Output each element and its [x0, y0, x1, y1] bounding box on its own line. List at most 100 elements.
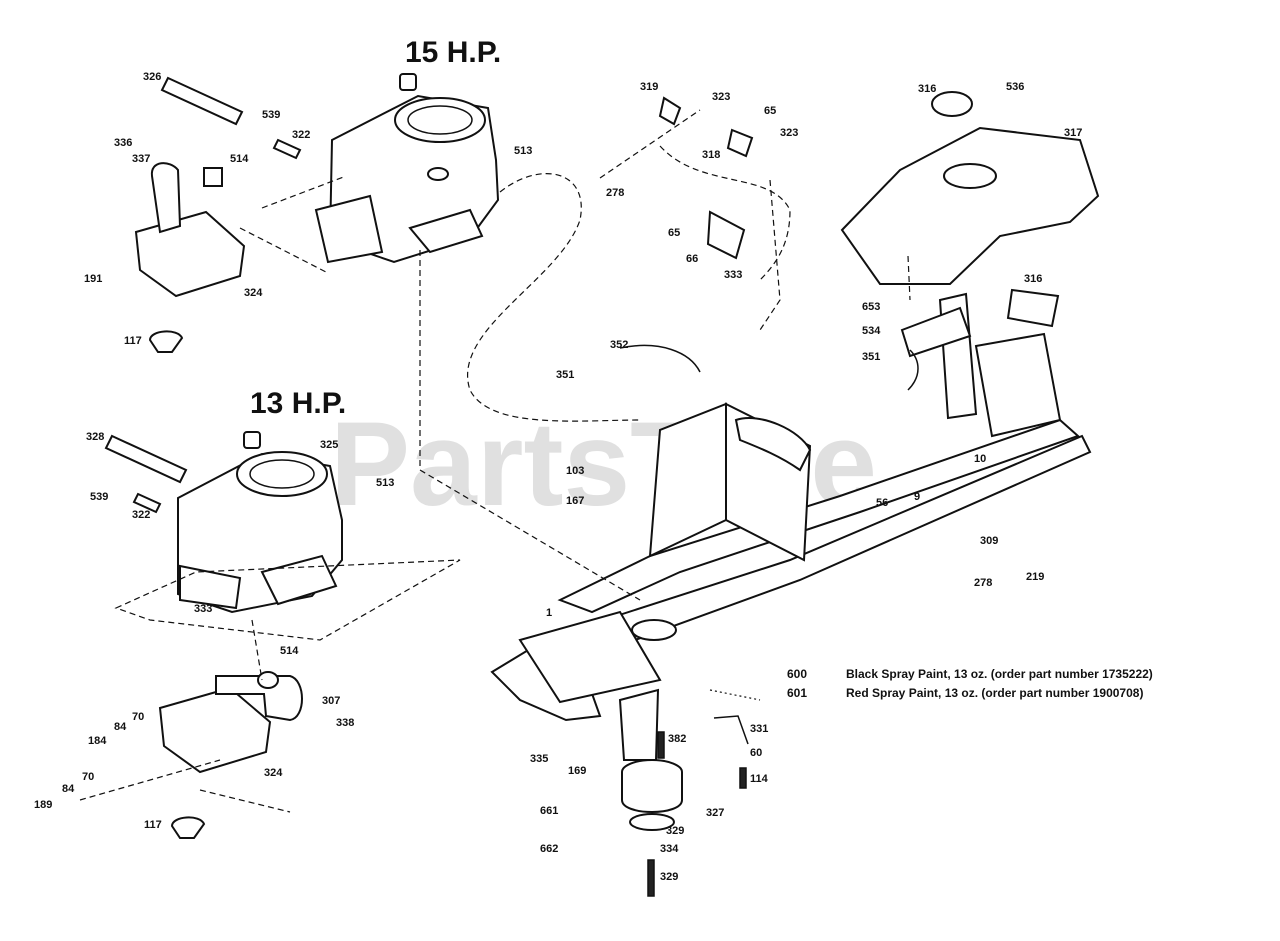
callout-514: 514	[230, 153, 249, 165]
callout-352: 352	[610, 339, 628, 351]
tube-326	[160, 76, 244, 126]
control-cables	[467, 96, 919, 422]
callout-316: 316	[918, 83, 936, 95]
callout-335: 335	[530, 753, 548, 765]
callout-322: 322	[292, 129, 310, 141]
callout-70: 70	[82, 771, 94, 783]
callout-9: 9	[914, 491, 920, 503]
callout-662: 662	[540, 843, 558, 855]
callout-351: 351	[556, 369, 574, 381]
ohv-plate	[314, 194, 384, 264]
legend-number-600: 600	[787, 667, 807, 681]
callout-329: 329	[666, 825, 684, 837]
callout-169: 169	[568, 765, 586, 777]
spark-322-bottom	[132, 492, 162, 514]
callout-84: 84	[114, 721, 127, 733]
callout-278: 278	[606, 187, 624, 199]
callout-327: 327	[706, 807, 724, 819]
part-319	[658, 96, 682, 126]
clamp-117-bottom	[170, 816, 206, 839]
callout-351: 351	[862, 351, 880, 363]
tube-328	[104, 434, 188, 484]
callout-103: 103	[566, 465, 584, 477]
front-bracket	[618, 688, 660, 761]
legend: 600 Black Spray Paint, 13 oz. (order par…	[787, 667, 1153, 700]
callout-326: 326	[143, 71, 161, 83]
callout-10: 10	[974, 453, 986, 465]
callout-325: 325	[320, 439, 338, 451]
callout-322: 322	[132, 509, 150, 521]
legend-number-601: 601	[787, 686, 807, 700]
callout-191: 191	[84, 273, 102, 285]
callout-309: 309	[980, 535, 998, 547]
callout-539: 539	[90, 491, 108, 503]
callout-333: 333	[194, 603, 212, 615]
frame-rail-right	[557, 418, 1080, 614]
spark-322-top	[272, 138, 302, 160]
frame-chassis	[490, 292, 1092, 761]
callout-539: 539	[262, 109, 280, 121]
fuel-cap-316	[931, 91, 973, 117]
heading-15hp: 15 H.P.	[405, 36, 501, 69]
callout-328: 328	[86, 431, 104, 443]
bracket-316	[1006, 288, 1060, 328]
heading-13hp: 13 H.P.	[250, 387, 346, 420]
callout-329: 329	[660, 871, 678, 883]
callout-334: 334	[660, 843, 679, 855]
cap-13	[243, 431, 261, 449]
callout-513: 513	[514, 145, 532, 157]
callout-338: 338	[336, 717, 354, 729]
bracket-333	[706, 210, 746, 260]
legend-text-601: Red Spray Paint, 13 oz. (order part numb…	[846, 686, 1143, 700]
muffler-324-top	[134, 210, 246, 298]
callout-382: 382	[668, 733, 686, 745]
callout-323: 323	[780, 127, 798, 139]
exhaust-pipe-top	[150, 162, 182, 234]
rear-bracket-2	[974, 332, 1062, 438]
callout-1: 1	[546, 607, 552, 619]
front-plate	[518, 610, 662, 704]
engine-13hp	[104, 431, 343, 839]
gasket-514-top	[203, 167, 223, 187]
exhaust-pipe-bottom	[215, 675, 303, 722]
callout-189: 189	[34, 799, 52, 811]
callout-70: 70	[132, 711, 144, 723]
gasket-514-bottom	[257, 671, 279, 689]
callout-536: 536	[1006, 81, 1024, 93]
callout-316: 316	[1024, 273, 1042, 285]
callout-534: 534	[862, 325, 881, 337]
engine-15hp	[134, 73, 500, 353]
callout-219: 219	[1026, 571, 1044, 583]
callout-117: 117	[124, 335, 142, 347]
callout-66: 66	[686, 253, 698, 265]
callout-184: 184	[88, 735, 107, 747]
callout-324: 324	[264, 767, 283, 779]
engine-fan-15	[394, 97, 486, 143]
callout-114: 114	[750, 773, 769, 785]
legend-text-600: Black Spray Paint, 13 oz. (order part nu…	[846, 667, 1153, 681]
callout-278: 278	[974, 577, 992, 589]
assembly-lines	[79, 175, 911, 813]
frame-rail-left	[490, 434, 1092, 722]
callout-60: 60	[750, 747, 762, 759]
part-318	[726, 128, 754, 158]
callout-65: 65	[764, 105, 776, 117]
clamp-117-top	[148, 330, 184, 353]
fuel-tank	[840, 91, 1100, 328]
callout-318: 318	[702, 149, 720, 161]
callout-514: 514	[280, 645, 299, 657]
fuel-tank-317	[840, 126, 1100, 285]
callout-323: 323	[712, 91, 730, 103]
callout-336: 336	[114, 137, 132, 149]
cap-15	[399, 73, 417, 91]
callout-56: 56	[876, 497, 888, 509]
muffler-324-bottom	[158, 686, 272, 774]
callout-661: 661	[540, 805, 558, 817]
callout-513: 513	[376, 477, 394, 489]
engine-fan-13	[236, 451, 328, 497]
callout-317: 317	[1064, 127, 1082, 139]
callout-319: 319	[640, 81, 658, 93]
callout-84: 84	[62, 783, 75, 795]
